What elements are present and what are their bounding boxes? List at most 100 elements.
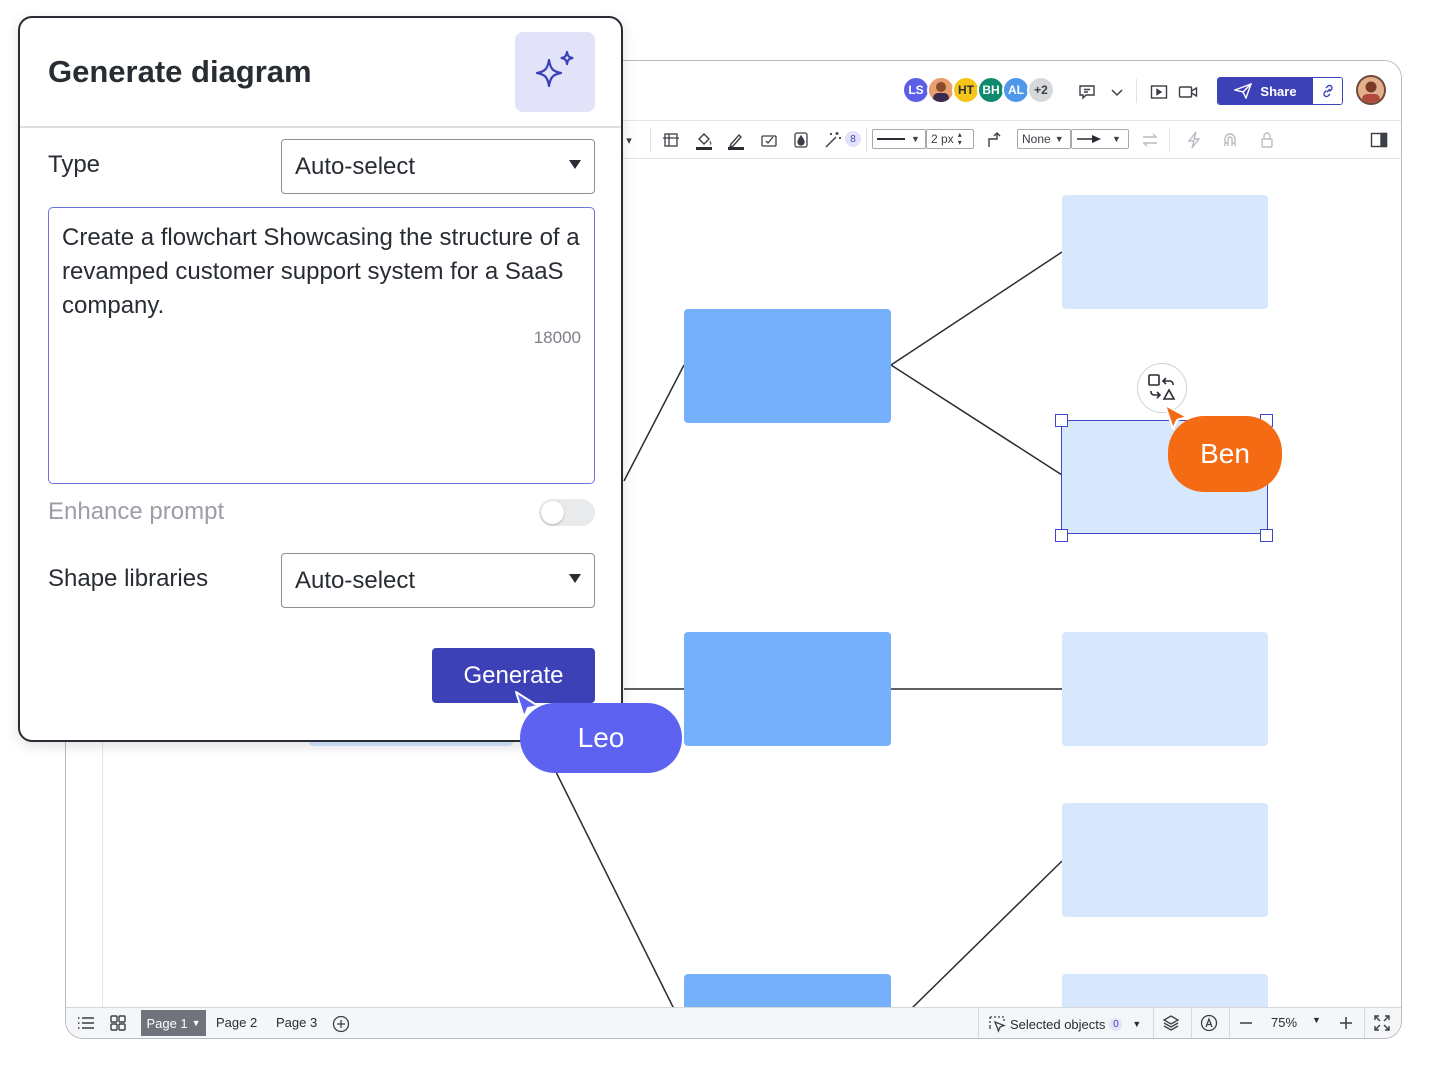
dropdown-arrow-icon: ▼ — [1132, 1019, 1142, 1029]
process-shape[interactable] — [1062, 195, 1268, 309]
toggle-knob — [541, 501, 564, 524]
sparkle-icon — [535, 50, 574, 88]
avatar-more[interactable]: +2 — [1027, 76, 1055, 104]
divider — [20, 126, 621, 128]
arrow-end-icon — [1077, 135, 1101, 143]
divider — [1153, 1008, 1154, 1038]
text-dropdown-icon[interactable]: ▾ — [626, 134, 632, 147]
tab-page-1[interactable]: Page 1▼ — [141, 1010, 206, 1036]
enhance-prompt-toggle[interactable] — [539, 499, 595, 526]
divider — [866, 128, 867, 152]
ai-sparkle-button[interactable] — [515, 32, 595, 112]
line-color-icon[interactable] — [725, 129, 747, 153]
opacity-icon[interactable] — [790, 129, 812, 151]
process-shape[interactable] — [684, 632, 891, 746]
type-select[interactable]: Auto-select — [281, 139, 595, 194]
select-icon — [989, 1016, 1006, 1033]
avatar-al[interactable]: AL — [1002, 76, 1030, 104]
share-button[interactable]: Share — [1218, 78, 1313, 104]
present-icon[interactable] — [1148, 81, 1170, 103]
video-icon[interactable] — [1176, 81, 1200, 103]
person-photo-icon — [1358, 77, 1384, 103]
panel-toggle-icon[interactable] — [1368, 129, 1390, 151]
divider — [1229, 1008, 1230, 1038]
line-end-select[interactable]: ▼ — [1071, 129, 1129, 149]
divider — [1136, 79, 1137, 103]
tab-page-2[interactable]: Page 2 — [216, 1015, 258, 1030]
process-shape[interactable] — [1062, 803, 1268, 917]
stepper-icon: ▴▾ — [957, 130, 962, 147]
line-start-select[interactable]: None▼ — [1017, 129, 1071, 149]
dropdown-arrow-icon: ▼ — [1112, 134, 1121, 144]
dialog-title: Generate diagram — [48, 54, 312, 89]
prompt-textarea[interactable]: Create a flowchart Showcasing the struct… — [48, 207, 595, 484]
shape-libraries-label: Shape libraries — [48, 565, 209, 592]
process-shape[interactable] — [684, 309, 891, 423]
fill-color-icon[interactable] — [693, 129, 715, 153]
divider — [1364, 1008, 1365, 1038]
divider — [978, 1008, 979, 1038]
connector-style-icon[interactable] — [984, 129, 1006, 151]
enhance-prompt-label: Enhance prompt — [48, 498, 225, 525]
magic-wand-icon[interactable] — [822, 129, 844, 151]
ben-cursor-label: Ben — [1168, 416, 1282, 492]
share-group: Share — [1217, 77, 1343, 105]
selected-objects-button[interactable]: Selected objects 0 ▼ — [988, 1013, 1141, 1035]
leo-cursor-label: Leo — [520, 703, 682, 773]
link-icon — [1322, 84, 1333, 98]
table-icon[interactable] — [660, 129, 682, 151]
line-width-select[interactable]: 2 px▴▾ — [926, 129, 974, 149]
user-avatar[interactable] — [1356, 75, 1386, 105]
action-icon[interactable] — [1183, 129, 1205, 151]
prompt-text: Create a flowchart Showcasing the struct… — [62, 224, 580, 319]
grid-icon[interactable] — [108, 1013, 128, 1033]
avatar-ls[interactable]: LS — [902, 76, 930, 104]
dropdown-arrow-icon — [569, 160, 581, 169]
fullscreen-icon[interactable] — [1372, 1013, 1392, 1033]
resize-handle[interactable] — [1055, 529, 1068, 542]
connector-lines — [555, 251, 1063, 1009]
avatar-bh[interactable]: BH — [977, 76, 1005, 104]
generate-button[interactable]: Generate — [432, 648, 595, 703]
solid-line-icon — [877, 138, 905, 140]
dropdown-arrow-icon: ▼ — [191, 1018, 201, 1028]
selected-count-badge: 0 — [1109, 1017, 1123, 1031]
shape-libraries-select[interactable]: Auto-select — [281, 553, 595, 608]
magnet-icon[interactable] — [1219, 129, 1241, 151]
dropdown-arrow-icon: ▼ — [1054, 134, 1064, 144]
person-photo-icon — [929, 78, 953, 102]
list-icon[interactable] — [76, 1013, 96, 1033]
avatar-ht[interactable]: HT — [952, 76, 980, 104]
line-style-select[interactable]: ▼ — [872, 129, 926, 149]
swap-shape-icon — [1148, 374, 1176, 400]
effects-badge: 8 — [845, 131, 861, 147]
divider — [650, 128, 651, 152]
accessibility-icon[interactable] — [1199, 1013, 1219, 1033]
avatar-photo[interactable] — [927, 76, 955, 104]
layers-icon[interactable] — [1161, 1013, 1181, 1033]
zoom-dropdown-icon[interactable]: ▼ — [1312, 1015, 1321, 1025]
dropdown-arrow-icon — [569, 574, 581, 583]
generate-diagram-dialog: Generate diagram Type Auto-select Create… — [18, 16, 623, 742]
chevron-down-icon[interactable] — [1106, 81, 1128, 103]
tab-page-3[interactable]: Page 3 — [276, 1015, 318, 1030]
style-icon[interactable] — [758, 129, 780, 151]
zoom-in-icon[interactable] — [1336, 1013, 1356, 1033]
type-label: Type — [48, 151, 101, 178]
zoom-level[interactable]: 75% — [1271, 1015, 1298, 1030]
divider — [1169, 128, 1170, 152]
zoom-out-icon[interactable] — [1236, 1013, 1256, 1033]
comment-icon[interactable] — [1076, 81, 1098, 103]
process-shape[interactable] — [1062, 632, 1268, 746]
shape-swap-button[interactable] — [1137, 363, 1187, 413]
character-count: 18000 — [533, 328, 581, 347]
bottom-bar: Page 1▼ Page 2 Page 3 Selected objects 0… — [66, 1007, 1401, 1038]
leo-cursor-icon — [515, 691, 539, 718]
swap-arrows-icon[interactable] — [1139, 129, 1161, 151]
add-page-icon[interactable] — [331, 1014, 351, 1034]
copy-link-button[interactable] — [1313, 78, 1342, 104]
divider — [1191, 1008, 1192, 1038]
resize-handle[interactable] — [1260, 529, 1273, 542]
resize-handle[interactable] — [1055, 414, 1068, 427]
lock-icon[interactable] — [1256, 129, 1278, 151]
